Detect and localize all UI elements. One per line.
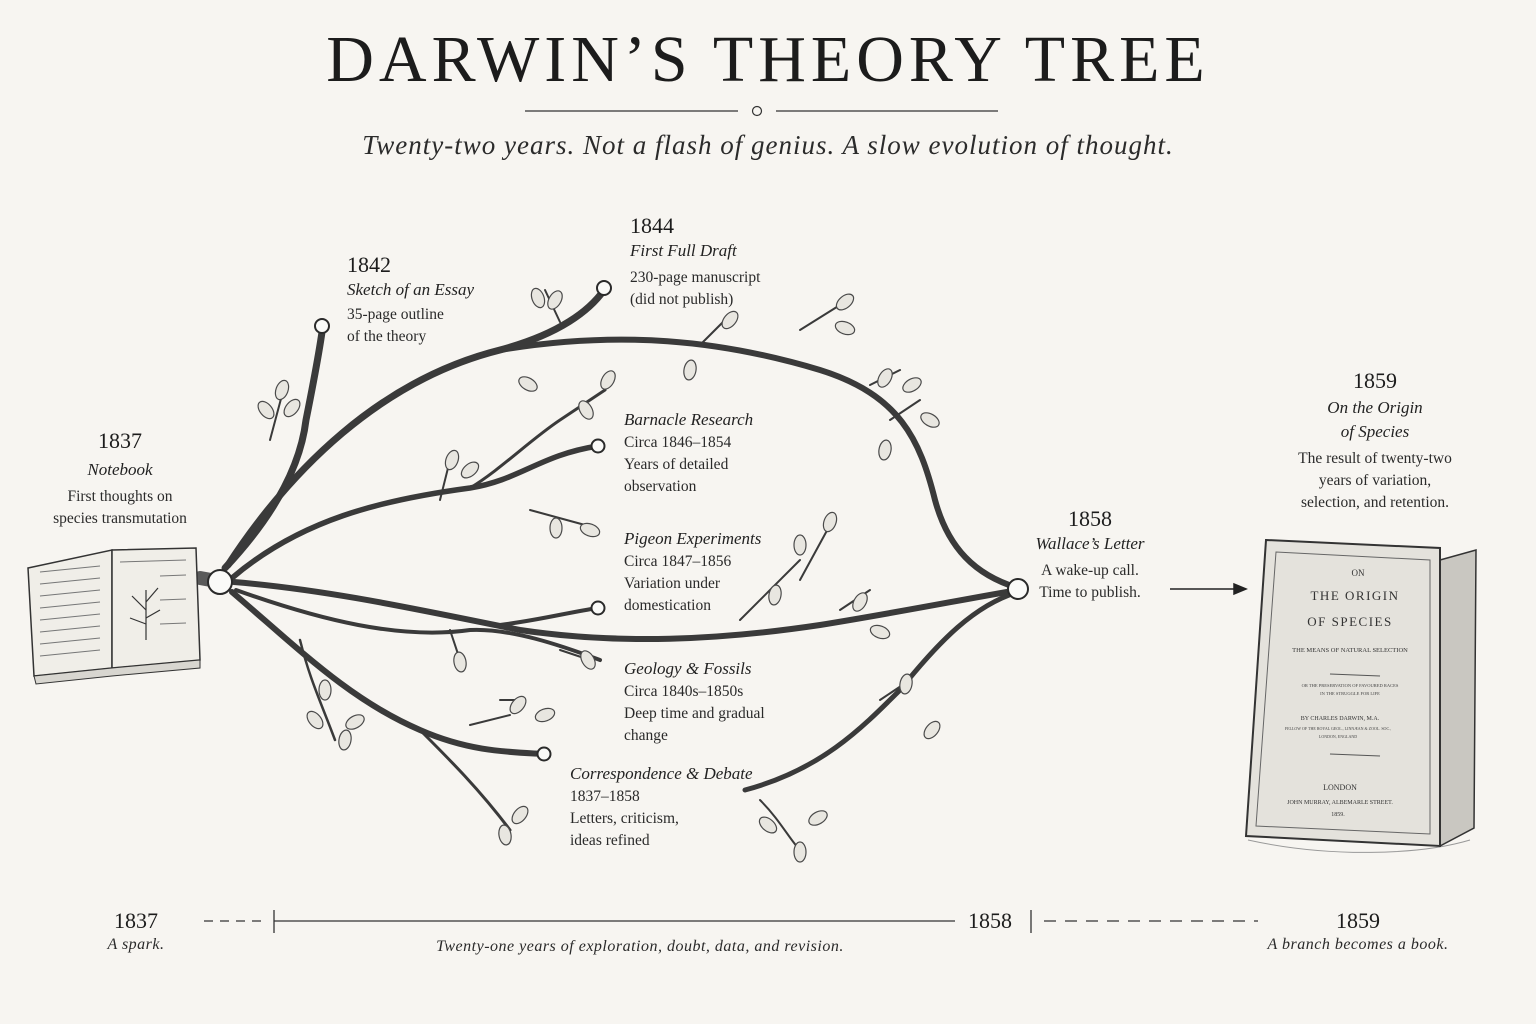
node-1858-title: Wallace’s Letter bbox=[1035, 534, 1145, 553]
book-publisher: JOHN MURRAY, ALBEMARLE STREET. bbox=[1287, 800, 1393, 806]
node-1837-label: 1837 Notebook First thoughts on species … bbox=[30, 428, 210, 530]
node-1837-desc-1: First thoughts on bbox=[67, 488, 173, 505]
node-pigeon bbox=[590, 600, 606, 616]
node-barnacle-label: Barnacle Research Circa 1846–1854 Years … bbox=[624, 408, 824, 498]
book-title-2: OF SPECIES bbox=[1307, 614, 1392, 629]
timeline-mid-year: 1858 bbox=[968, 908, 1012, 933]
book-city: LONDON bbox=[1323, 783, 1357, 792]
book-subtitle: THE MEANS OF NATURAL SELECTION bbox=[1292, 647, 1408, 654]
timeline-start-caption: A spark. bbox=[107, 936, 165, 953]
tree-branches bbox=[193, 286, 1021, 851]
node-correspondence-line-2: Letters, criticism, bbox=[570, 810, 679, 827]
node-1842-label: 1842 Sketch of an Essay 35-page outline … bbox=[347, 252, 537, 348]
tree-nodes bbox=[207, 280, 1029, 762]
node-correspondence-line-3: ideas refined bbox=[570, 832, 650, 849]
origin-book-illustration: ON THE ORIGIN OF SPECIES THE MEANS OF NA… bbox=[1244, 538, 1477, 853]
timeline-end-caption: A branch becomes a book. bbox=[1267, 936, 1449, 953]
page-subtitle: Twenty-two years. Not a flash of genius.… bbox=[362, 130, 1174, 160]
book-subtitle-2a: OR THE PRESERVATION OF FAVOURED RACES bbox=[1302, 683, 1399, 688]
node-1859-year: 1859 bbox=[1353, 368, 1397, 393]
node-1859-label: 1859 On the Origin of Species The result… bbox=[1270, 368, 1480, 514]
notebook-illustration bbox=[27, 547, 201, 685]
node-1859-title-2: of Species bbox=[1340, 422, 1410, 441]
node-1837-desc-2: species transmutation bbox=[53, 510, 187, 527]
timeline-end: 1859 A branch becomes a book. bbox=[1248, 908, 1468, 954]
node-1859-title-1: On the Origin bbox=[1327, 398, 1423, 417]
node-1842-desc-1: 35-page outline bbox=[347, 306, 444, 323]
node-geology-line-3: change bbox=[624, 727, 668, 744]
node-correspondence-line-1: 1837–1858 bbox=[570, 788, 640, 805]
node-1858 bbox=[1007, 578, 1029, 600]
node-1844-desc-1: 230-page manuscript bbox=[630, 269, 761, 286]
node-1858-year: 1858 bbox=[1068, 506, 1112, 531]
node-pigeon-line-3: domestication bbox=[624, 597, 711, 614]
book-year: 1859. bbox=[1331, 812, 1345, 818]
node-geology-title: Geology & Fossils bbox=[624, 659, 752, 678]
node-1858-desc-1: A wake-up call. bbox=[1041, 562, 1139, 579]
timeline-start-year: 1837 bbox=[114, 908, 158, 933]
node-1859-desc-1: The result of twenty-two bbox=[1298, 450, 1452, 467]
node-correspondence bbox=[536, 746, 552, 762]
node-1842 bbox=[314, 318, 330, 334]
node-geology-line-2: Deep time and gradual bbox=[624, 705, 765, 722]
node-barnacle-line-3: observation bbox=[624, 478, 697, 495]
node-1837-year: 1837 bbox=[98, 428, 142, 453]
node-1844 bbox=[596, 280, 612, 296]
node-geology-label: Geology & Fossils Circa 1840s–1850s Deep… bbox=[624, 657, 824, 747]
node-barnacle-line-1: Circa 1846–1854 bbox=[624, 434, 732, 451]
book-on: ON bbox=[1352, 568, 1365, 578]
leaves bbox=[257, 287, 941, 863]
page-title: DARWIN’S THEORY TREE bbox=[326, 23, 1210, 96]
node-1844-desc-2: (did not publish) bbox=[630, 291, 734, 308]
timeline-start: 1837 A spark. bbox=[76, 908, 196, 954]
book-title-1: THE ORIGIN bbox=[1310, 588, 1399, 603]
timeline-end-year: 1859 bbox=[1336, 908, 1380, 933]
node-1844-year: 1844 bbox=[630, 213, 674, 238]
node-pigeon-line-1: Circa 1847–1856 bbox=[624, 553, 732, 570]
node-1842-year: 1842 bbox=[347, 252, 391, 277]
node-1844-label: 1844 First Full Draft 230-page manuscrip… bbox=[630, 213, 830, 311]
node-1837-title: Notebook bbox=[87, 460, 153, 479]
node-pigeon-line-2: Variation under bbox=[624, 575, 720, 592]
node-1858-desc-2: Time to publish. bbox=[1039, 584, 1141, 601]
title-ornament bbox=[525, 105, 998, 117]
node-1859-desc-2: years of variation, bbox=[1318, 472, 1432, 489]
timeline-middle-caption: Twenty-one years of exploration, doubt, … bbox=[436, 938, 844, 955]
node-pigeon-label: Pigeon Experiments Circa 1847–1856 Varia… bbox=[624, 527, 824, 617]
node-barnacle-line-2: Years of detailed bbox=[624, 456, 729, 473]
node-1842-title: Sketch of an Essay bbox=[347, 280, 474, 299]
node-geology-line-1: Circa 1840s–1850s bbox=[624, 683, 744, 700]
node-correspondence-label: Correspondence & Debate 1837–1858 Letter… bbox=[570, 762, 770, 852]
node-1859-desc-3: selection, and retention. bbox=[1300, 494, 1450, 511]
book-subtitle-2b: IN THE STRUGGLE FOR LIFE bbox=[1320, 691, 1380, 696]
node-barnacle-title: Barnacle Research bbox=[624, 410, 754, 429]
node-1844-title: First Full Draft bbox=[630, 241, 737, 260]
book-fellow-b: LONDON, ENGLAND bbox=[1319, 734, 1357, 740]
node-correspondence-title: Correspondence & Debate bbox=[570, 764, 753, 783]
node-barnacle bbox=[590, 438, 606, 454]
timeline-axis bbox=[204, 910, 1258, 933]
node-1858-label: 1858 Wallace’s Letter A wake-up call. Ti… bbox=[1020, 506, 1160, 604]
node-1837 bbox=[207, 569, 233, 595]
node-pigeon-title: Pigeon Experiments bbox=[624, 529, 762, 548]
node-1842-desc-2: of the theory bbox=[347, 328, 427, 345]
book-fellow-a: FELLOW OF THE ROYAL GEOL., LINNÆAN & ZOO… bbox=[1285, 726, 1391, 732]
book-author: BY CHARLES DARWIN, M.A. bbox=[1301, 716, 1380, 722]
arrow-to-book bbox=[1170, 582, 1248, 596]
